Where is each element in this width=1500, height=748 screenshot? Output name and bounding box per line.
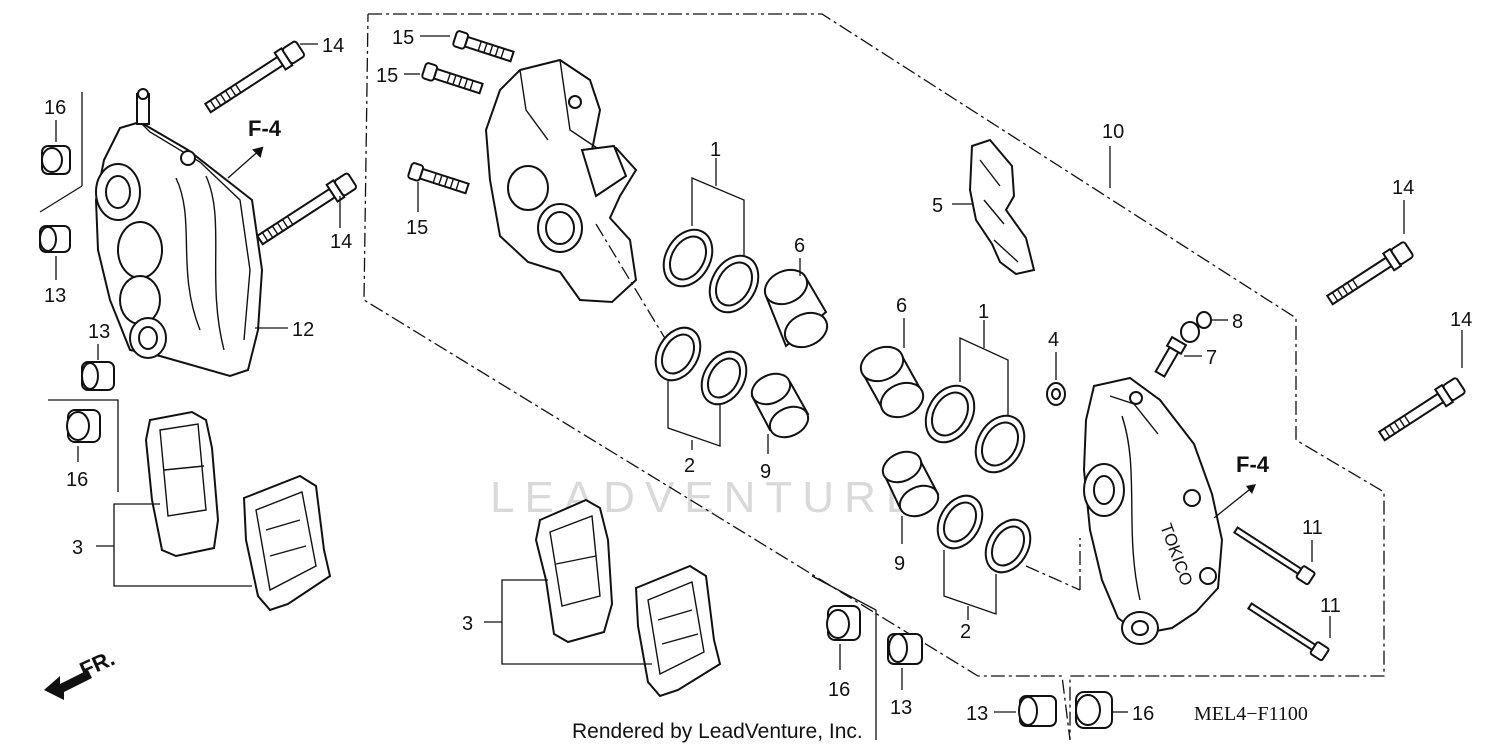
callout-3a: 3 [72, 537, 83, 559]
callout-13c: 13 [890, 697, 912, 719]
assembly-outline [363, 13, 1385, 741]
callout-16d: 16 [1132, 703, 1154, 725]
callout-16c: 16 [828, 679, 850, 701]
callout-11b: 11 [1320, 595, 1341, 617]
callout-10: 10 [1102, 121, 1124, 143]
bolt-14-left-mid [255, 172, 358, 246]
callout-14b: 14 [330, 231, 352, 253]
bolt-14-right-top [1325, 241, 1414, 306]
callout-14d: 14 [1450, 309, 1472, 331]
ref-f4-left: F-4 [248, 116, 282, 141]
pad-spring-5 [968, 138, 1036, 276]
brake-pad-center-a [534, 498, 614, 644]
piston-6-upper [763, 268, 829, 349]
callout-3b: 3 [462, 613, 473, 635]
callout-15c: 15 [406, 217, 428, 239]
callout-5: 5 [932, 195, 943, 217]
ref-f4-right: F-4 [1236, 452, 1270, 477]
callout-1a: 1 [710, 139, 721, 161]
callout-9b: 9 [894, 553, 905, 575]
piston-9-upper [750, 372, 810, 439]
credit-text: Rendered by LeadVenture, Inc. [572, 720, 863, 743]
boot-16-left-bottom [66, 409, 101, 443]
bolt-14-left-top [203, 40, 306, 114]
caliper-bracket [484, 58, 638, 304]
bleeder-screw-7 [1154, 335, 1188, 378]
callout-16a: 16 [44, 97, 66, 119]
callout-13a: 13 [44, 285, 66, 307]
callout-11a: 11 [1302, 517, 1323, 539]
callout-2b: 2 [960, 621, 971, 643]
brake-pad-center-b [634, 564, 722, 698]
seal-2-b [700, 350, 748, 406]
bolt-15-b [421, 62, 484, 95]
callout-7: 7 [1206, 347, 1217, 369]
sleeve-13-left-bottom [81, 361, 115, 391]
bolt-15-c [407, 162, 470, 195]
diagram-code: MEL4−F1100 [1194, 703, 1308, 725]
callout-6b: 6 [896, 295, 907, 317]
seal-1-d [974, 414, 1026, 474]
boot-16-bottom [1075, 691, 1113, 729]
pad-pin-11-a [1232, 526, 1316, 586]
callout-15a: 15 [392, 27, 414, 49]
seal-2-a [654, 326, 702, 382]
seal-2-d [984, 518, 1032, 574]
piston-6-lower [859, 345, 925, 419]
seal-2-c [936, 494, 984, 550]
callout-14c: 14 [1392, 177, 1414, 199]
callout-9a: 9 [760, 461, 771, 483]
seal-1-b [708, 254, 760, 314]
seal-1-c [924, 384, 976, 444]
callout-15b: 15 [376, 65, 398, 87]
callout-12: 12 [292, 319, 314, 341]
brake-pad-left-b [242, 474, 332, 612]
boot-16-center [826, 605, 861, 641]
callout-13d: 13 [966, 703, 988, 725]
callout-4: 4 [1048, 329, 1059, 351]
washer-4 [1046, 382, 1066, 406]
front-direction-arrow-icon [44, 670, 92, 700]
callout-13b: 13 [88, 321, 110, 343]
brake-pad-left-a [144, 410, 220, 558]
seal-1-a [662, 228, 714, 288]
callout-16b: 16 [66, 469, 88, 491]
left-caliper-body [94, 88, 264, 378]
pad-pin-11-b [1246, 602, 1330, 662]
callout-2a: 2 [684, 455, 695, 477]
callout-1b: 1 [978, 301, 989, 323]
callout-8: 8 [1232, 311, 1243, 333]
sleeve-13-bottom [1018, 695, 1057, 727]
sleeve-13-left-top [39, 225, 71, 253]
boot-16-left-top [41, 145, 71, 175]
sleeve-13-center [887, 633, 923, 665]
bolt-14-right-bottom [1377, 377, 1466, 442]
right-caliper-body: TOKICO [1082, 376, 1224, 645]
bleeder-cap-8 [1180, 311, 1212, 343]
bolt-15-a [452, 30, 515, 63]
piston-9-lower [881, 450, 940, 518]
callout-6a: 6 [794, 235, 805, 257]
callout-14a: 14 [322, 35, 344, 57]
